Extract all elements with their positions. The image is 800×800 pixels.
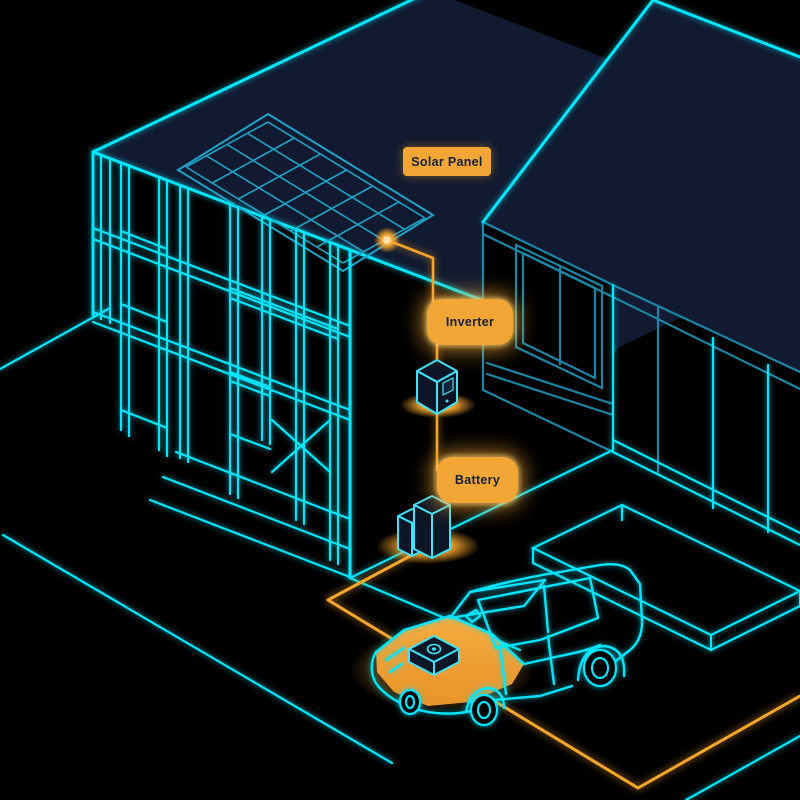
floor-beam <box>91 310 352 412</box>
battery-label: Battery <box>437 457 518 503</box>
solar-panel-label: Solar Panel <box>403 147 491 176</box>
garage-roof <box>483 0 800 372</box>
car-roofline <box>468 562 632 594</box>
floor-beam <box>91 237 352 339</box>
car-windshield <box>448 578 547 620</box>
window-bar <box>119 229 169 251</box>
ground-line-bottom-right <box>684 734 800 800</box>
carport-rail <box>611 438 800 535</box>
car-window-divider <box>542 584 550 634</box>
deck-edge <box>161 475 352 551</box>
electric-car <box>370 562 644 727</box>
carport-frame <box>530 283 800 652</box>
roof-edge-back <box>91 0 415 154</box>
carport-rail <box>611 450 800 547</box>
garage-wall-bottom <box>481 388 615 454</box>
car-hood-edge <box>374 614 526 666</box>
window-sill <box>485 361 615 406</box>
floor-beam <box>91 320 352 422</box>
car-headlight <box>384 646 406 662</box>
car-rear-wheel-arch <box>576 644 626 682</box>
garage-window-inner <box>521 251 597 380</box>
floor-beam <box>91 226 352 328</box>
charging-emblem-icon <box>426 643 442 655</box>
inverter-display <box>442 377 454 396</box>
garage-roof-ridge <box>481 0 655 224</box>
solar-panel-array <box>176 112 435 273</box>
car-wheel-hub <box>404 694 416 710</box>
car-door-seam <box>546 634 556 686</box>
car-mirror <box>464 608 482 624</box>
car-wheel-hub <box>476 700 492 720</box>
window-sill <box>485 372 615 417</box>
inverter-unit <box>416 359 458 415</box>
window-bar <box>119 302 169 324</box>
car-rear <box>610 568 644 666</box>
solar-panel-outer-frame <box>176 112 435 273</box>
deck-edge <box>148 498 352 579</box>
x-brace <box>270 418 332 474</box>
ground-line-left-long <box>1 533 394 765</box>
solar-panel-label-text: Solar Panel <box>411 154 483 169</box>
garage-roof-edge <box>481 220 615 287</box>
house-wall-framing <box>91 150 352 580</box>
wireless-charging-pad <box>408 635 460 676</box>
garage-building <box>481 0 800 652</box>
inverter-label-text: Inverter <box>445 315 495 329</box>
car-front-wheel-arch <box>464 686 506 714</box>
deck-edge <box>174 450 352 521</box>
car-side-glass <box>476 576 600 650</box>
wire-panel-to-inverter <box>385 238 435 312</box>
window-bar <box>119 408 169 430</box>
garage-roof-edge <box>611 283 800 374</box>
battery-label-text: Battery <box>454 473 501 487</box>
battery-unit <box>397 495 451 559</box>
garage-window <box>514 243 604 390</box>
car-wheel-hub <box>590 656 610 680</box>
inverter-label: Inverter <box>427 299 513 345</box>
ground-line-left <box>0 306 112 371</box>
car-door-seam <box>498 644 508 696</box>
platform-bench <box>530 503 800 637</box>
car-headlight <box>388 662 404 674</box>
garage-roof-top <box>651 0 800 59</box>
